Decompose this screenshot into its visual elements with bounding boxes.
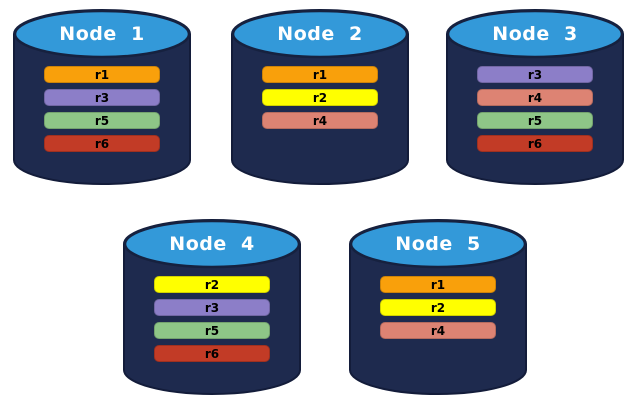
cylinder-top-ellipse — [123, 219, 301, 269]
replica-bar: r1 — [262, 66, 378, 83]
replica-bar: r2 — [262, 89, 378, 106]
replica-bar: r5 — [44, 112, 160, 129]
cylinder-top-ellipse — [349, 219, 527, 269]
replica-label: r6 — [94, 136, 110, 151]
cylinder-top-ellipse — [13, 9, 191, 59]
replica-label: r4 — [430, 323, 446, 338]
node-2: Node 2 r1 r2 r4 — [231, 8, 409, 186]
replica-label: r3 — [527, 67, 543, 82]
node-1: Node 1 r1 r3 r5 r6 — [13, 8, 191, 186]
replica-bar: r1 — [44, 66, 160, 83]
replica-label: r3 — [94, 90, 110, 105]
replica-label: r2 — [312, 90, 328, 105]
replica-label: r6 — [204, 346, 220, 361]
node-2-replica-list: r1 r2 r4 — [262, 66, 378, 135]
replica-bar: r4 — [477, 89, 593, 106]
replica-label: r6 — [527, 136, 543, 151]
replica-bar: r4 — [380, 322, 496, 339]
replica-label: r4 — [312, 113, 328, 128]
replica-label: r2 — [430, 300, 446, 315]
cylinder-top-ellipse — [446, 9, 624, 59]
node-5-replica-list: r1 r2 r4 — [380, 276, 496, 345]
node-1-replica-list: r1 r3 r5 r6 — [44, 66, 160, 158]
node-3-title: Node 3 — [492, 23, 578, 45]
replica-bar: r6 — [477, 135, 593, 152]
node-4-replica-list: r2 r3 r5 r6 — [154, 276, 270, 368]
replica-label: r1 — [430, 277, 446, 292]
replica-bar: r4 — [262, 112, 378, 129]
node-5: Node 5 r1 r2 r4 — [349, 218, 527, 396]
replica-bar: r3 — [44, 89, 160, 106]
node-1-title: Node 1 — [59, 23, 145, 45]
node-2-title: Node 2 — [277, 23, 363, 45]
node-5-title: Node 5 — [395, 233, 481, 255]
replica-label: r2 — [204, 277, 220, 292]
replica-label: r5 — [204, 323, 220, 338]
replica-label: r5 — [94, 113, 110, 128]
replica-bar: r5 — [477, 112, 593, 129]
node-3-replica-list: r3 r4 r5 r6 — [477, 66, 593, 158]
node-4: Node 4 r2 r3 r5 r6 — [123, 218, 301, 396]
replica-bar: r3 — [477, 66, 593, 83]
replica-bar: r6 — [154, 345, 270, 362]
replica-bar: r5 — [154, 322, 270, 339]
replica-label: r3 — [204, 300, 220, 315]
replica-label: r1 — [312, 67, 328, 82]
replica-bar: r3 — [154, 299, 270, 316]
cylinder-top-ellipse — [231, 9, 409, 59]
replica-label: r4 — [527, 90, 543, 105]
replica-bar: r6 — [44, 135, 160, 152]
replica-label: r1 — [94, 67, 110, 82]
replica-bar: r2 — [154, 276, 270, 293]
replica-label: r5 — [527, 113, 543, 128]
replica-bar: r2 — [380, 299, 496, 316]
node-3: Node 3 r3 r4 r5 r6 — [446, 8, 624, 186]
node-4-title: Node 4 — [169, 233, 255, 255]
replica-bar: r1 — [380, 276, 496, 293]
